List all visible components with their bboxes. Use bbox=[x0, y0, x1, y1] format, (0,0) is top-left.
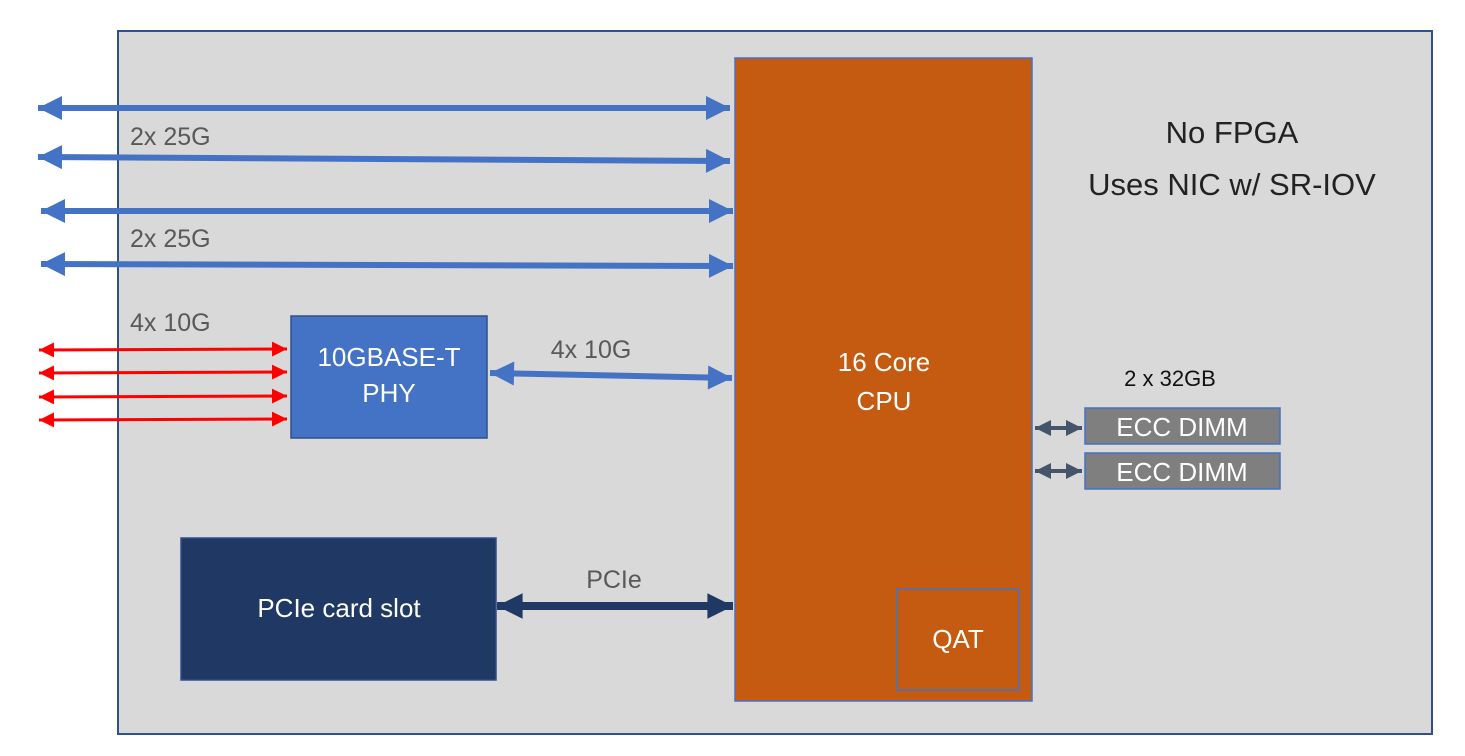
copper-link-arrow-1 bbox=[38, 341, 288, 358]
qat-block bbox=[896, 588, 1020, 691]
pcie-link-label: PCIe bbox=[586, 566, 642, 594]
dimm-label-1: ECC DIMM bbox=[1116, 412, 1247, 442]
pcie-slot-label: PCIe card slot bbox=[257, 593, 421, 623]
dimm-module-2 bbox=[1084, 452, 1281, 490]
phy-block bbox=[290, 315, 488, 439]
memory-caption: 2 x 32GB bbox=[1124, 366, 1216, 391]
copper-link-arrow-2 bbox=[38, 364, 288, 381]
sfp-link-arrow-4 bbox=[40, 252, 734, 278]
phy-to-cpu-label: 4x 10G bbox=[551, 336, 632, 364]
sfp-group-2-label: 2x 25G bbox=[130, 225, 211, 253]
copper-link-arrow-3 bbox=[38, 388, 288, 405]
copper-link-arrow-4 bbox=[38, 411, 288, 428]
sfp-link-arrow-2 bbox=[37, 145, 731, 173]
cpu-label-line2: CPU bbox=[857, 386, 912, 416]
copper-ports-label: 4x 10G bbox=[130, 309, 211, 337]
dimm-module-1 bbox=[1084, 407, 1281, 445]
qat-label: QAT bbox=[932, 624, 984, 654]
phy-to-cpu-arrow bbox=[489, 361, 733, 390]
pcie-slot-block bbox=[180, 537, 497, 681]
phy-label-line1: 10GBASE-T bbox=[317, 342, 460, 372]
dimm-label-2: ECC DIMM bbox=[1116, 457, 1247, 487]
cpu-label-line1: 16 Core bbox=[838, 347, 931, 377]
note-line2: Uses NIC w/ SR-IOV bbox=[1088, 167, 1376, 202]
note-line1: No FPGA bbox=[1166, 115, 1299, 150]
sfp-group-1-label: 2x 25G bbox=[130, 123, 211, 151]
phy-label-line2: PHY bbox=[362, 378, 415, 408]
